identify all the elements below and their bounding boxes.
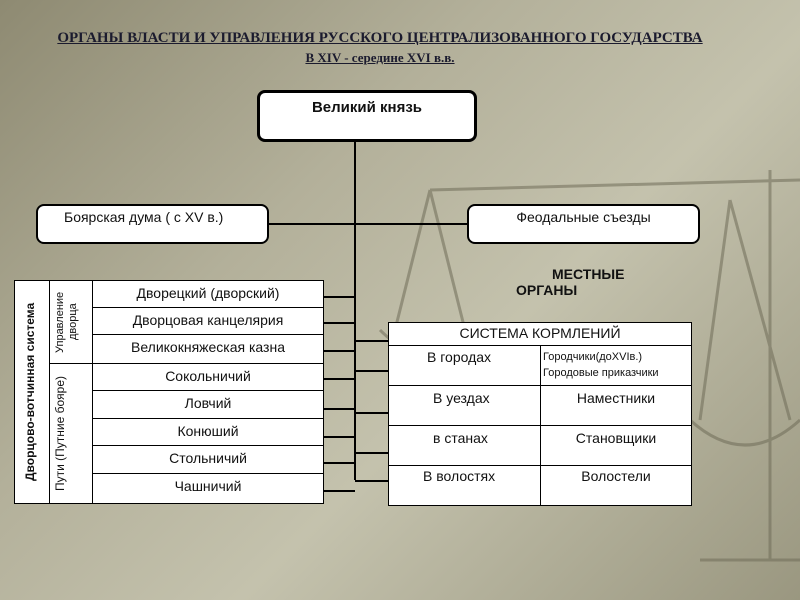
local-organs-line1: МЕСТНЫЕ xyxy=(552,266,625,282)
boyar-duma-box: Боярская дума ( с XV в.) xyxy=(36,204,269,244)
connector-palace xyxy=(323,490,355,492)
palace-item: Дворцовая канцелярия xyxy=(92,307,324,335)
palace-item: Стольничий xyxy=(92,445,324,474)
connector-local xyxy=(355,340,388,342)
connector-palace xyxy=(323,296,355,298)
kormleniya-official: Городчики(доXVIв.) Городовые приказчики xyxy=(540,345,692,386)
connector-main-vertical xyxy=(354,140,356,480)
local-organs-line2: ОРГАНЫ xyxy=(516,282,578,298)
grand-prince-box: Великий князь xyxy=(257,90,477,142)
kormleniya-place: В волостях xyxy=(388,465,541,506)
connector-palace xyxy=(323,436,355,438)
connector-local xyxy=(355,412,388,414)
side-palace-mgmt-cell: Управление дворца xyxy=(49,280,93,364)
side-system-cell: Дворцово-вотчинная система xyxy=(14,280,50,504)
local-organs-label: МЕСТНЫЕ ОРГАНЫ xyxy=(500,266,660,298)
kormleniya-official: Становщики xyxy=(540,425,692,466)
palace-item: Чашничий xyxy=(92,473,324,504)
connector-palace xyxy=(323,322,355,324)
connector-palace xyxy=(323,462,355,464)
connector-duma xyxy=(268,223,468,225)
palace-mgmt-label: Управление дворца xyxy=(54,291,79,353)
connector-local xyxy=(355,452,388,454)
connector-palace xyxy=(323,408,355,410)
ways-label: Пути (Путние бояре) xyxy=(53,376,67,492)
diagram-title: ОРГАНЫ ВЛАСТИ И УПРАВЛЕНИЯ РУССКОГО ЦЕНТ… xyxy=(57,30,703,46)
system-label: Дворцово-вотчинная система xyxy=(23,302,37,482)
palace-item: Ловчий xyxy=(92,390,324,419)
feudal-congress-box: Феодальные съезды xyxy=(467,204,700,244)
connector-local xyxy=(355,480,388,482)
kormleniya-official: Наместники xyxy=(540,385,692,426)
side-ways-cell: Пути (Путние бояре) xyxy=(49,363,93,504)
connector-palace xyxy=(323,378,355,380)
diagram-subtitle: В XIV - середине XVI в.в. xyxy=(305,50,455,65)
connector-local xyxy=(355,370,388,372)
connector-palace xyxy=(323,350,355,352)
kormleniya-place: В городах xyxy=(388,345,541,386)
kormleniya-place: В уездах xyxy=(388,385,541,426)
palace-item: Конюший xyxy=(92,418,324,446)
kormleniya-header: СИСТЕМА КОРМЛЕНИЙ xyxy=(388,322,692,346)
kormleniya-place: в станах xyxy=(388,425,541,466)
palace-item: Дворецкий (дворский) xyxy=(92,280,324,308)
kormleniya-official: Волостели xyxy=(540,465,692,506)
palace-item: Великокняжеская казна xyxy=(92,334,324,364)
palace-item: Сокольничий xyxy=(92,363,324,391)
